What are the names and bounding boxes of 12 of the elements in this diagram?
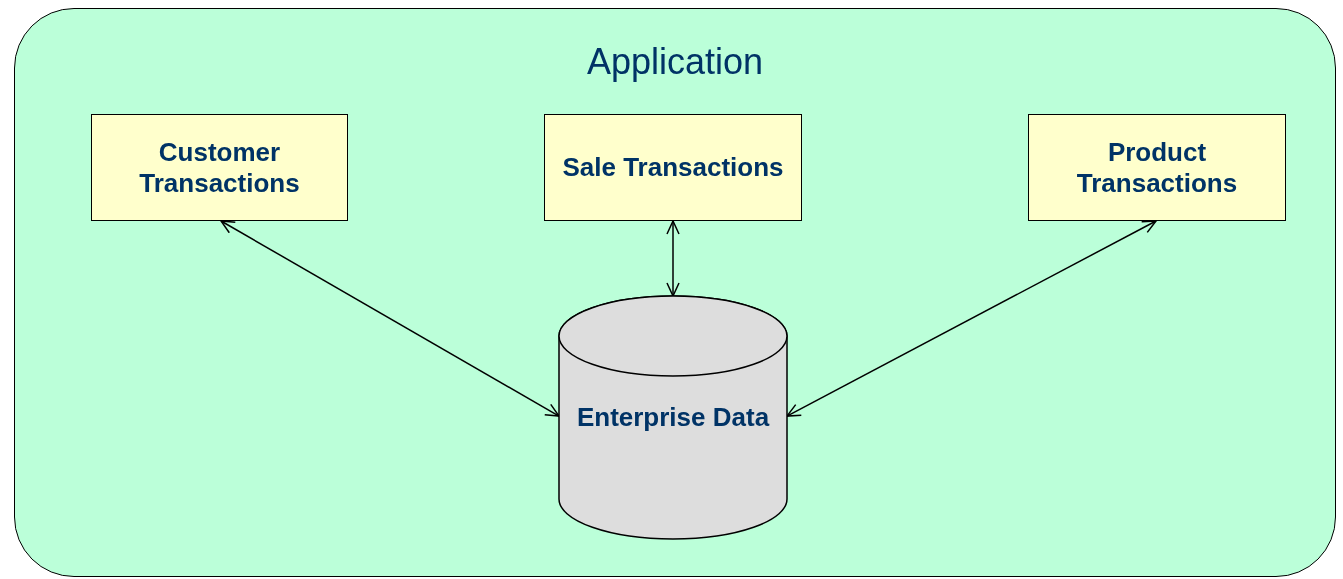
box-label: Product Transactions: [1075, 136, 1239, 199]
double-arrow: [786, 220, 1157, 417]
container-title: Application: [585, 41, 765, 83]
cylinder-label: Enterprise Data: [575, 402, 771, 433]
box-label: Sale Transactions: [562, 152, 784, 183]
application-container: [14, 8, 1336, 577]
process-box: [1028, 114, 1286, 221]
process-box: [91, 114, 348, 221]
double-arrow: [666, 220, 680, 297]
process-box: [544, 114, 802, 221]
box-label: Customer Transactions: [138, 136, 301, 199]
double-arrow: [220, 220, 560, 417]
